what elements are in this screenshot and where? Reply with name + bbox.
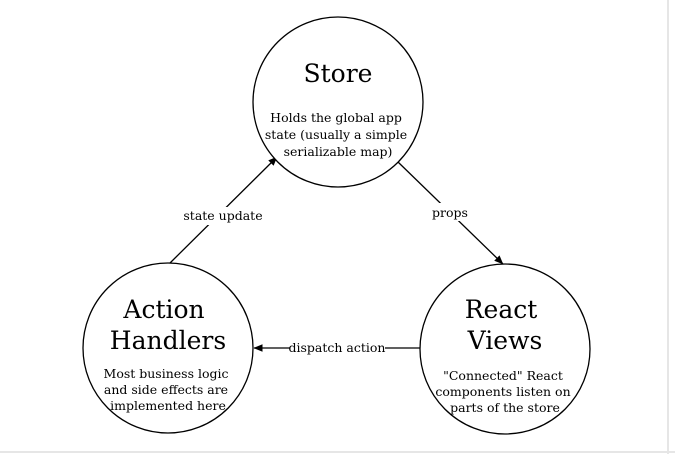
node-action-handlers: Action Handlers Most business logic and … bbox=[82, 262, 254, 434]
store-desc-line-3: serializable map) bbox=[284, 144, 393, 159]
store-title-line: Store bbox=[304, 59, 373, 88]
dispatch-action-label: dispatch action bbox=[289, 340, 386, 355]
props-label-bg bbox=[428, 203, 472, 221]
react-views-title-line-1: React bbox=[465, 295, 538, 324]
action-handlers-desc-line-2: and side effects are bbox=[104, 382, 228, 397]
bottom-frame-border bbox=[0, 451, 675, 453]
react-views-desc-line-1: "Connected" React bbox=[443, 368, 563, 383]
store-title: Store bbox=[304, 59, 373, 88]
edge-dispatch-action: dispatch action bbox=[253, 339, 421, 357]
action-handlers-circle bbox=[82, 262, 254, 434]
react-views-desc-line-2: components listen on bbox=[435, 384, 570, 399]
action-handlers-title: Action Handlers bbox=[110, 295, 226, 355]
action-handlers-title-line-1: Action bbox=[122, 295, 204, 324]
action-handlers-desc-line-1: Most business logic bbox=[104, 366, 229, 381]
react-views-title: React Views bbox=[465, 295, 546, 355]
edge-props: props bbox=[397, 161, 504, 265]
react-views-description: "Connected" React components listen on p… bbox=[435, 368, 574, 415]
props-label: props bbox=[432, 205, 468, 220]
store-description: Holds the global app state (usually a si… bbox=[265, 110, 411, 159]
store-circle bbox=[252, 16, 424, 188]
dispatch-action-label-bg bbox=[290, 339, 385, 357]
right-frame-border bbox=[667, 0, 669, 454]
action-handlers-description: Most business logic and side effects are… bbox=[104, 366, 233, 413]
state-update-label-bg bbox=[182, 207, 264, 225]
store-desc-line-1: Holds the global app bbox=[270, 110, 402, 125]
node-store: Store Holds the global app state (usuall… bbox=[252, 16, 424, 188]
action-handlers-desc-line-3: implemented here bbox=[110, 398, 226, 413]
react-views-desc-line-3: parts of the store bbox=[450, 400, 560, 415]
state-update-label: state update bbox=[183, 208, 262, 223]
store-desc-line-2: state (usually a simple bbox=[265, 127, 407, 142]
edge-state-update: state update bbox=[169, 156, 278, 264]
node-react-views: React Views "Connected" React components… bbox=[419, 263, 591, 435]
react-views-title-line-2: Views bbox=[467, 326, 543, 355]
action-handlers-title-line-2: Handlers bbox=[110, 326, 226, 355]
react-views-circle bbox=[419, 263, 591, 435]
